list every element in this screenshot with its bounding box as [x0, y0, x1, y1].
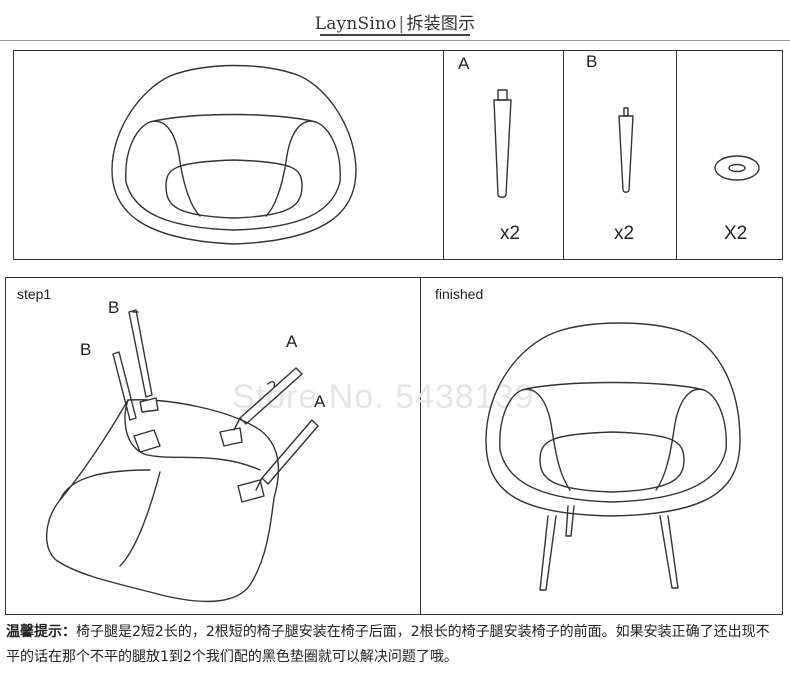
step1-callout: A	[286, 332, 298, 351]
steps-panel	[5, 277, 783, 615]
part-count: x2	[614, 223, 635, 244]
part-count: X2	[724, 223, 748, 244]
step1-callout: B	[80, 340, 92, 359]
parts-panel	[13, 50, 783, 260]
part-label: B	[586, 52, 598, 71]
panel-divider	[420, 277, 421, 615]
step1-label: step1	[17, 286, 52, 302]
finished-label: finished	[435, 286, 484, 302]
step1-callout: B	[108, 298, 120, 317]
note-body: 椅子腿是2短2长的，2根短的椅子腿安装在椅子后面，2根长的椅子腿安装椅子的前面。…	[6, 624, 770, 665]
note-title: 温馨提示：	[6, 624, 76, 640]
header-underline	[320, 34, 470, 36]
page-header: LaynSino|拆装图示	[0, 9, 790, 34]
assembly-note: 温馨提示：椅子腿是2短2长的，2根短的椅子腿安装在椅子后面，2根长的椅子腿安装椅…	[6, 620, 781, 670]
watermark: Store No. 5438139	[232, 378, 535, 416]
panel-divider	[563, 50, 564, 260]
brand-name: LaynSino	[314, 14, 397, 34]
header-separator: |	[398, 14, 405, 34]
panel-divider	[676, 50, 677, 260]
part-label: A	[458, 54, 470, 73]
step1-callout: A	[314, 392, 326, 411]
part-count: x2	[500, 223, 521, 244]
header-divider	[0, 40, 790, 41]
page-title: 拆装图示	[406, 14, 476, 34]
panel-divider	[443, 50, 444, 260]
